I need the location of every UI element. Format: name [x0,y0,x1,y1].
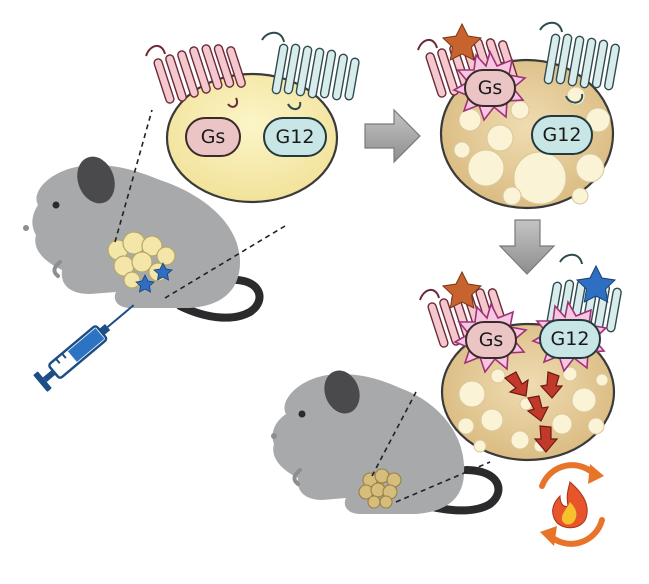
signal-arrow-icon [503,371,529,397]
gs-badge [464,69,516,107]
star-ligand-icon [135,274,155,293]
signal-arrow-icon [539,371,564,399]
fat-depot-browned [358,468,402,509]
gs-label: Gs [479,329,504,351]
signal-arrow-icon [533,425,559,453]
adipocyte-basal: Gs G12 [145,31,360,204]
gs-badge [465,321,517,359]
g12-receptor [539,21,620,104]
g12-label: G12 [276,126,315,148]
g12-badge [263,117,327,157]
gs-receptor [145,44,246,108]
g12-badge [539,319,601,359]
gs-badge [185,117,241,157]
gs-label: Gs [201,126,226,148]
zoom-line [395,461,491,503]
zoom-line [371,391,417,477]
signal-arrows [503,371,564,453]
adipocyte-gs-activated: Gs G12 [417,21,620,210]
zoom-line [114,109,153,243]
syringe-icon [33,304,135,392]
star-ligand-icon [441,22,483,61]
process-arrow-icon [498,219,556,275]
mouse-icon [271,370,503,515]
star-ligand-icon [441,270,483,309]
star-ligand-icon [575,264,617,303]
lipid-droplets [453,86,611,206]
star-ligand-icon [153,262,173,281]
g12-label: G12 [551,328,590,350]
thermogenesis-icon [539,462,605,547]
process-arrow-icon [364,108,421,164]
lipid-droplets [457,366,609,453]
g12-badge [531,115,593,155]
gs-label: Gs [478,77,503,99]
signal-arrow-icon [526,395,550,422]
g12-label: G12 [543,124,582,146]
flame-icon [552,481,588,529]
g12-receptor [261,31,360,110]
mouse-icon [23,156,264,322]
fat-depot-cluster [107,231,176,289]
adipocyte-gs-g12-activated: Gs G12 [419,253,622,462]
